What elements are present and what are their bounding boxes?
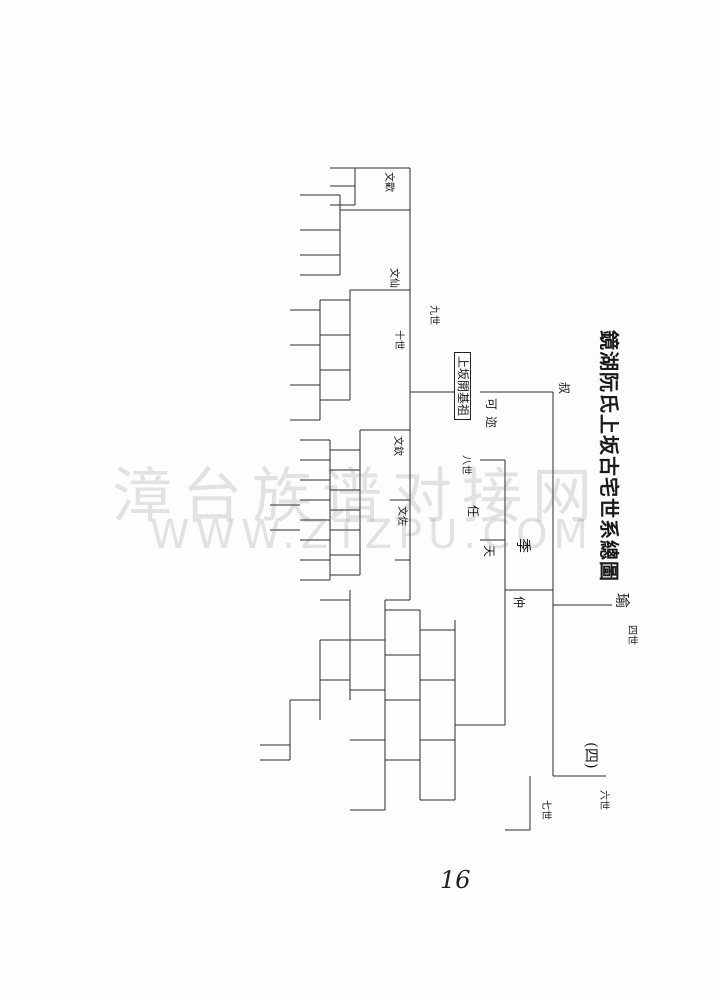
person-name: 仲 [512,596,527,609]
page-title: 鏡湖阮氏上坂古宅世系總圖 [597,330,621,582]
person-name: 可 [484,398,499,411]
person-name: 任 [466,505,481,518]
page-number: 16 [440,866,471,894]
watermark-text: 漳台族谱对接网 [112,462,602,532]
person-name: 季 [514,538,533,554]
part-number: (四) [582,742,601,769]
person-name: 叔 [557,382,572,395]
person-name: 文欽 [392,436,403,456]
person-name: 瑜 [613,593,632,609]
person-name: 文佐 [396,506,407,526]
generation-label: 九世 [428,305,439,325]
person-name: 文仙 [388,268,399,288]
tree-lines [260,167,612,831]
generation-label: 十世 [393,330,404,350]
person-name: 迩 [484,416,499,429]
watermark-url: WWW.ZTZPU.COM [150,512,595,558]
generation-label: 八世 [460,455,471,475]
generation-label: 四世 [626,625,637,645]
generation-label: 七世 [540,800,551,820]
generation-label: 六世 [598,790,609,810]
root-ancestor-box: 上坂開基祖 [454,352,472,421]
person-name: 文歡 [383,172,394,192]
person-name: 天 [482,545,497,558]
